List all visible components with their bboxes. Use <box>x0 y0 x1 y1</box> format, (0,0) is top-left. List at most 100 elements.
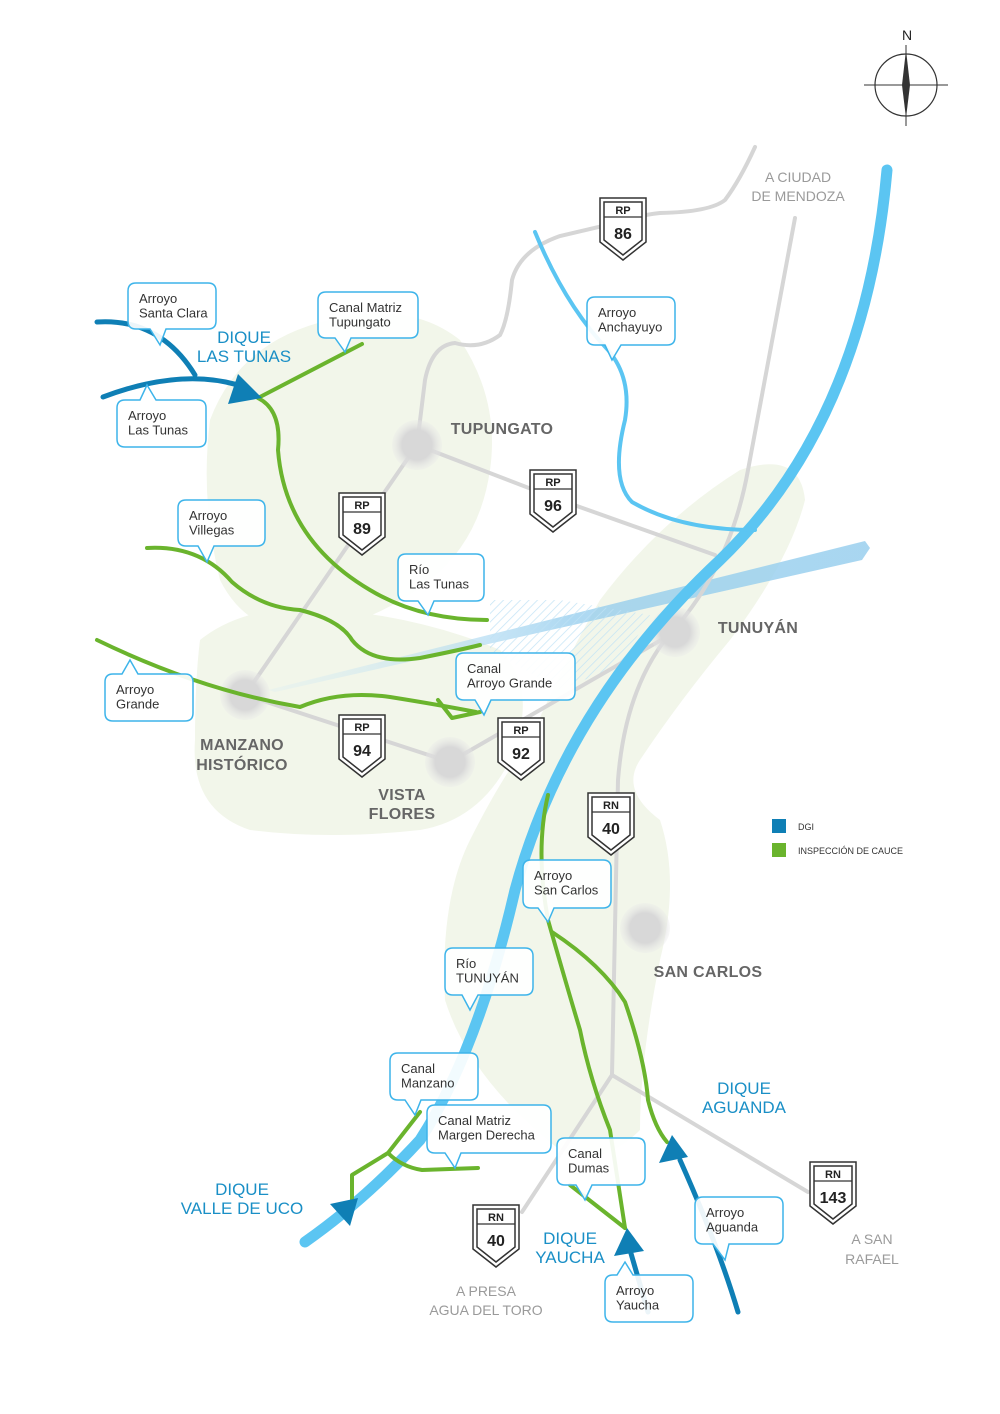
city-label-tupungato: TUPUNGATO <box>451 421 554 438</box>
callout-line: Río <box>456 956 476 971</box>
area-north <box>206 313 492 632</box>
arroyo-las-tunas <box>100 376 241 400</box>
destination-line: A SAN <box>851 1231 892 1247</box>
shield-outline <box>529 469 577 533</box>
dike-label-line: VALLE DE UCO <box>181 1199 304 1218</box>
compass-rose-icon: N <box>864 27 948 126</box>
callout-line: Aguanda <box>706 1220 759 1235</box>
dike-label-line: DIQUE <box>543 1229 597 1248</box>
shield-inner <box>342 496 382 551</box>
callout-box <box>444 947 534 1012</box>
dike-label-line: DIQUE <box>215 1180 269 1199</box>
shield-inner <box>813 1165 853 1220</box>
city-marker-san-carlos <box>620 903 670 953</box>
callout-line: Arroyo <box>534 868 572 883</box>
callout-box <box>556 1137 646 1202</box>
callout-line: Arroyo <box>616 1283 654 1298</box>
shield-outline <box>338 714 386 778</box>
shield-type: RP <box>545 477 560 489</box>
callout-box <box>389 1052 479 1117</box>
callout-line: Canal Matriz <box>329 300 402 315</box>
legend-swatch-dgi <box>772 819 786 833</box>
callout-box <box>116 383 207 448</box>
shield-type: RP <box>354 500 369 512</box>
callout-box <box>177 499 266 564</box>
callout-line: Santa Clara <box>139 306 208 321</box>
shield-outline <box>809 1161 857 1225</box>
arroyo-villegas <box>145 545 482 662</box>
callout-line: Dumas <box>568 1161 610 1176</box>
shield-inner <box>603 201 643 256</box>
callout-line: Anchayuyo <box>598 320 662 335</box>
city-label-line: FLORES <box>369 806 436 823</box>
shield-number: 92 <box>512 746 530 763</box>
shield-outline <box>497 717 545 781</box>
shield-inner <box>501 721 541 776</box>
callout-line: Arroyo <box>139 291 177 306</box>
destination-line: A CIUDAD <box>765 169 831 185</box>
callout-line: Yaucha <box>616 1298 660 1313</box>
callout-line: Canal <box>401 1061 435 1076</box>
callout-line: Arroyo Grande <box>467 676 552 691</box>
shield-outline <box>599 197 647 261</box>
city-label-san-carlos: SAN CARLOS <box>654 964 763 981</box>
road-rp89 <box>243 443 419 697</box>
callout-box <box>586 296 676 362</box>
legend-label-inspeccion: INSPECCIÓN DE CAUCE <box>798 846 903 856</box>
route-shield-rp-96: RP 96 <box>529 469 577 533</box>
shield-type: RP <box>615 205 630 217</box>
shield-inner <box>476 1208 516 1263</box>
callout-line: Arroyo <box>706 1205 744 1220</box>
callout-box <box>522 859 612 924</box>
shield-number: 143 <box>820 1190 847 1207</box>
canal-manzano <box>350 1110 422 1202</box>
arrow-yaucha-icon <box>614 1228 644 1256</box>
dike-label-line: DIQUE <box>717 1079 771 1098</box>
road-rn143 <box>610 1073 810 1194</box>
canal-arroyo-grande <box>436 698 482 720</box>
destination-line: RAFAEL <box>845 1251 899 1267</box>
callout-line: Arroyo <box>189 508 227 523</box>
shield-number: 40 <box>602 821 620 838</box>
callout-line: Canal <box>467 661 501 676</box>
callout-line: San Carlos <box>534 883 599 898</box>
callout-line: Canal Matriz <box>438 1113 511 1128</box>
callout-box <box>426 1104 552 1170</box>
canal-matriz-tupungato <box>256 342 364 400</box>
shield-number: 96 <box>544 498 562 515</box>
shield-type: RN <box>825 1169 841 1181</box>
